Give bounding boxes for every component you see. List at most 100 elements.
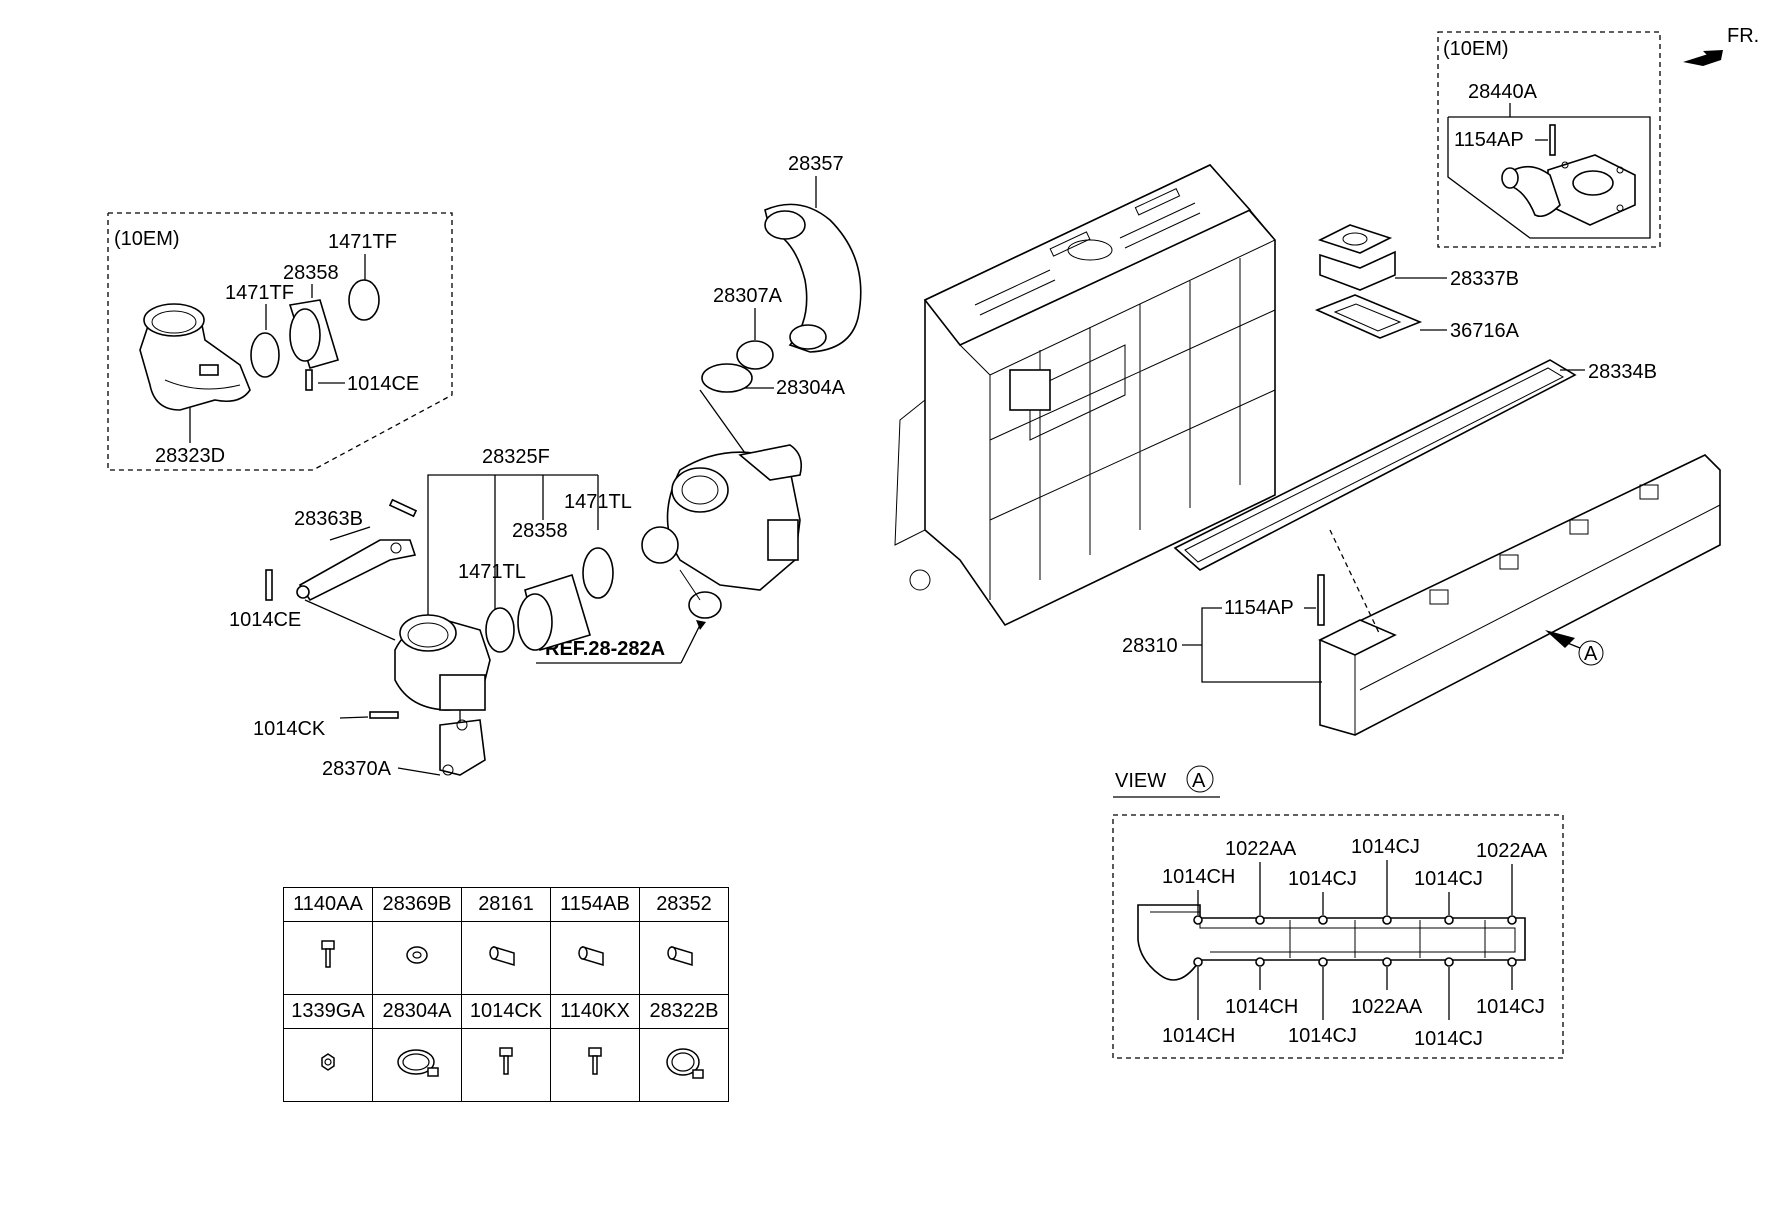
- hose-28358-b: [517, 573, 591, 652]
- fitting-28440A: [1501, 154, 1636, 226]
- bolt-icon: [499, 1047, 513, 1075]
- stud-1154AP: [1317, 574, 1325, 626]
- parts-table-code-row-1: 1140AA 28369B 28161 1154AB 28352: [283, 887, 729, 922]
- parts-table-icon-row-2: [283, 1028, 729, 1102]
- view-a-title-marker: A: [1192, 770, 1206, 792]
- bracket-28370A: [439, 719, 486, 776]
- bolt-icon: [321, 940, 335, 968]
- sleeve-icon: [578, 945, 604, 967]
- part-icon-cell: [639, 921, 729, 995]
- view-a-label-bottom-3: 1022AA: [1351, 996, 1423, 1018]
- turbocharger: [641, 444, 803, 619]
- part-code-cell: 1339GA: [283, 994, 373, 1029]
- part-icon-cell: [550, 921, 640, 995]
- bolt-1014CE-b: [265, 569, 273, 601]
- label-28358-b: 28358: [512, 520, 568, 542]
- sleeve-icon: [489, 945, 515, 967]
- part-code-cell: 1154AB: [550, 887, 640, 922]
- label-1014CK: 1014CK: [253, 718, 326, 740]
- part-code-cell: 1140KX: [550, 994, 640, 1029]
- label-28357: 28357: [788, 153, 844, 175]
- clamp-1471TL-b: [485, 607, 515, 653]
- view-a-bottom-bolts: [1193, 957, 1517, 967]
- label-28307A: 28307A: [713, 285, 783, 307]
- view-a-label-bottom-2: 1014CJ: [1288, 1025, 1357, 1047]
- view-a-label-bottom-5: 1014CJ: [1476, 996, 1545, 1018]
- housing-28323D: [139, 303, 251, 411]
- view-a-top-bolts: [1193, 915, 1517, 925]
- label-1471TL-a: 1471TL: [564, 491, 632, 513]
- reference-28-282A: REF.28-282A: [545, 638, 665, 660]
- part-icon-cell: [372, 921, 462, 995]
- label-1471TL-b: 1471TL: [458, 561, 526, 583]
- part-icon-cell: [461, 921, 551, 995]
- label-1014CE-b: 1014CE: [229, 609, 301, 631]
- label-28310: 28310: [1122, 635, 1178, 657]
- view-a-label-top-2: 1014CJ: [1288, 868, 1357, 890]
- label-28323D: 28323D: [155, 445, 225, 467]
- part-icon-cell: [461, 1028, 551, 1102]
- gasket-36716A: 36716A: [1314, 294, 1520, 342]
- parts-table-icon-row-1: [283, 921, 729, 995]
- front-direction-arrow: FR.: [1683, 25, 1759, 66]
- parts-table: 1140AA 28369B 28161 1154AB 28352 1339GA …: [283, 887, 729, 1102]
- clamp-28304A: [701, 363, 753, 393]
- label-1154AP-top: 1154AP: [1454, 129, 1524, 151]
- label-1154AP-mid: 1154AP: [1224, 597, 1294, 619]
- view-a-title: VIEW: [1115, 770, 1166, 792]
- top-right-10em-box: (10EM) 28440A 1154AP: [1437, 31, 1661, 248]
- sleeve-icon: [667, 945, 693, 967]
- part-icon-cell: [372, 1028, 462, 1102]
- label-28304A: 28304A: [776, 377, 846, 399]
- bolt-icon: [588, 1047, 602, 1075]
- left-10em-box: (10EM) 1471TF 28358 1471TF 1014CE 28323D: [107, 212, 453, 471]
- view-a-marker: A: [1584, 643, 1598, 665]
- view-a-label-bottom-4: 1014CJ: [1414, 1028, 1483, 1050]
- view-a-label-top-3: 1014CJ: [1351, 836, 1420, 858]
- label-28440A: 28440A: [1468, 81, 1538, 103]
- hose-28358-a: [288, 299, 339, 369]
- view-a-label-top-0: 1014CH: [1162, 866, 1235, 888]
- part-icon-cell: [283, 1028, 373, 1102]
- label-1014CE-a: 1014CE: [347, 373, 419, 395]
- part-code-cell: 1140AA: [283, 887, 373, 922]
- part-icon-cell: [283, 921, 373, 995]
- box-10em-label-top: (10EM): [1443, 38, 1509, 60]
- part-icon-cell: [639, 1028, 729, 1102]
- washer-icon: [406, 946, 428, 964]
- box-10em-label-left: (10EM): [114, 228, 180, 250]
- bolt-1014CK: [369, 711, 399, 719]
- intake-group-28325F: 28325F 1471TL 28358 1471TL 28363B 1014CE…: [229, 446, 706, 780]
- clamp-1471TF-a: [348, 279, 380, 321]
- part-code-cell: 28322B: [639, 994, 729, 1029]
- fr-label: FR.: [1727, 25, 1759, 47]
- part-code-cell: 1014CK: [461, 994, 551, 1029]
- view-a-label-top-5: 1022AA: [1476, 840, 1548, 862]
- label-28363B: 28363B: [294, 508, 363, 530]
- clamp-icon: [666, 1048, 704, 1079]
- gasket-28307A: [736, 340, 774, 370]
- label-28337B: 28337B: [1450, 268, 1519, 290]
- label-28370A: 28370A: [322, 758, 392, 780]
- part-code-cell: 28304A: [372, 994, 462, 1029]
- part-code-cell: 28161: [461, 887, 551, 922]
- parts-table-code-row-2: 1339GA 28304A 1014CK 1140KX 28322B: [283, 994, 729, 1029]
- bolt-1014CE-a: [305, 369, 313, 391]
- manifold-28310: 1154AP 28310 A: [1122, 454, 1721, 736]
- part-icon-cell: [550, 1028, 640, 1102]
- pipe-28357-group: 28357 28307A 28304A: [699, 153, 862, 461]
- label-1471TF-b: 1471TF: [225, 282, 294, 304]
- label-1471TF-a: 1471TF: [328, 231, 397, 253]
- view-a-label-top-1: 1022AA: [1225, 838, 1297, 860]
- view-a-label-bottom-1: 1014CH: [1225, 996, 1298, 1018]
- view-a-label-bottom-0: 1014CH: [1162, 1025, 1235, 1047]
- label-28325F: 28325F: [482, 446, 550, 468]
- label-28334B: 28334B: [1588, 361, 1657, 383]
- label-28358-a: 28358: [283, 262, 339, 284]
- part-code-cell: 28369B: [372, 887, 462, 922]
- part-code-cell: 28352: [639, 887, 729, 922]
- view-a-section: VIEW A 1014CH 1022AA: [1112, 765, 1564, 1059]
- engine-block: [894, 164, 1276, 627]
- label-36716A: 36716A: [1450, 320, 1520, 342]
